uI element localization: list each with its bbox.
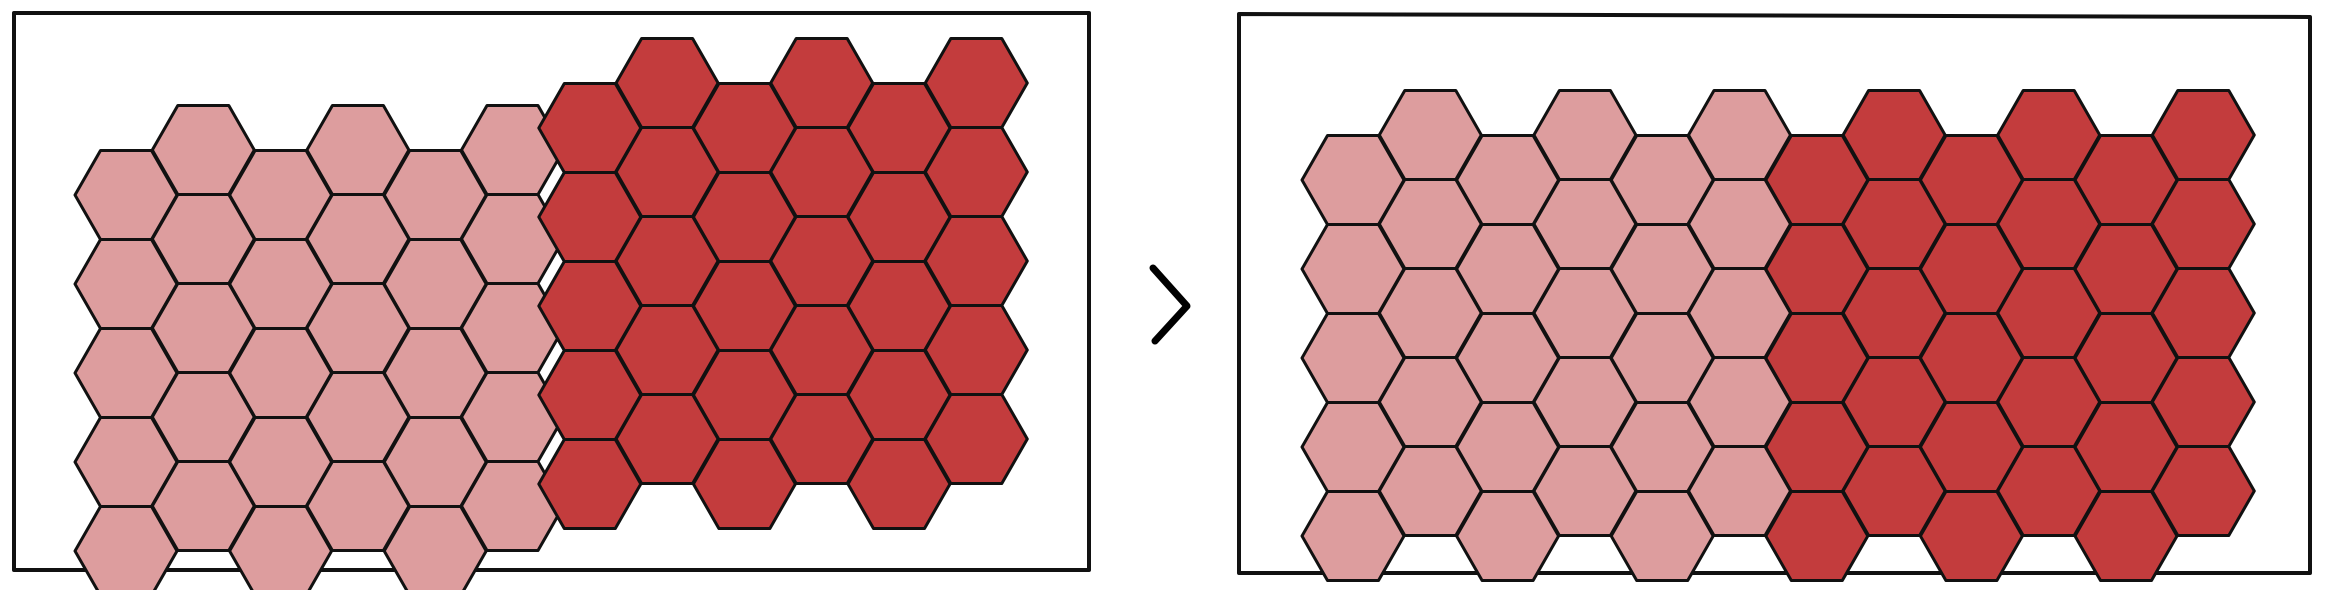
right-panel xyxy=(1237,12,2312,582)
left-panel-frame xyxy=(12,11,1091,572)
left-hex-grid xyxy=(73,37,1029,590)
right-panel-frame xyxy=(1237,12,2312,575)
dark-hexagon xyxy=(2150,445,2256,537)
chevron-right-icon xyxy=(1149,264,1191,345)
left-panel xyxy=(12,11,1091,590)
right-hex-grid xyxy=(1300,89,2256,582)
dark-hexagon xyxy=(923,393,1029,485)
